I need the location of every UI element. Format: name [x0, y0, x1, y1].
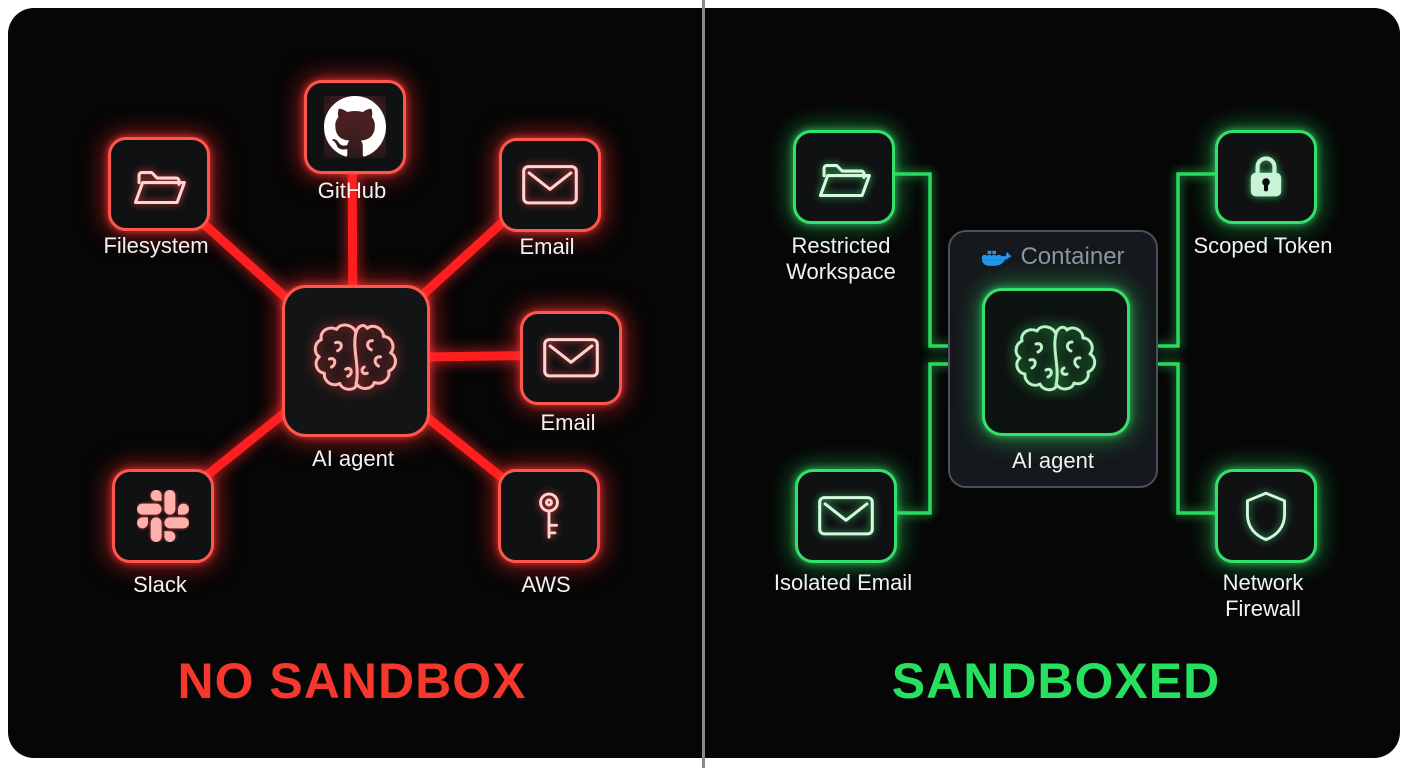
network-firewall-label: Network Firewall [1222, 570, 1304, 622]
docker-icon [982, 250, 1012, 267]
lock-icon [1250, 156, 1282, 197]
scoped-token-node [1215, 130, 1317, 224]
key-icon [539, 492, 559, 539]
envelope-icon [522, 165, 578, 205]
email-top-node [499, 138, 601, 232]
slack-icon [137, 490, 189, 542]
github-label: GitHub [317, 178, 387, 203]
folder-icon [818, 163, 871, 197]
container-label: Container [1020, 243, 1125, 270]
left-panel-title: NO SANDBOX [177, 653, 527, 709]
shield-icon [1246, 491, 1286, 542]
email-top-label: Email [519, 234, 575, 259]
sandboxed-ai-agent-node [982, 288, 1130, 436]
ai-agent-node [282, 285, 430, 437]
isolated-email-label: Isolated Email [773, 570, 913, 595]
isolated-email-node [795, 469, 897, 563]
brain-icon [313, 323, 397, 391]
scoped-token-label: Scoped Token [1193, 233, 1333, 258]
slack-label: Slack [133, 572, 187, 597]
ai-agent-label: AI agent [312, 446, 394, 471]
envelope-icon [543, 338, 599, 378]
right-panel-title: SANDBOXED [891, 653, 1221, 709]
container-header: Container [948, 243, 1158, 271]
filesystem-label: Filesystem [103, 233, 209, 258]
restricted-workspace-node [793, 130, 895, 224]
sandboxed-ai-agent-label: AI agent [1012, 448, 1094, 473]
panel-divider [702, 0, 705, 768]
aws-label: AWS [521, 572, 571, 597]
aws-node [498, 469, 600, 563]
filesystem-node [108, 137, 210, 231]
envelope-icon [818, 496, 874, 536]
network-firewall-node [1215, 469, 1317, 563]
github-icon [324, 96, 386, 157]
restricted-workspace-label: Restricted Workspace [786, 233, 896, 285]
email-right-node [520, 311, 622, 405]
folder-icon [133, 170, 186, 204]
brain-icon [1014, 325, 1097, 392]
slack-node [112, 469, 214, 563]
github-node [304, 80, 406, 174]
email-right-label: Email [540, 410, 596, 435]
